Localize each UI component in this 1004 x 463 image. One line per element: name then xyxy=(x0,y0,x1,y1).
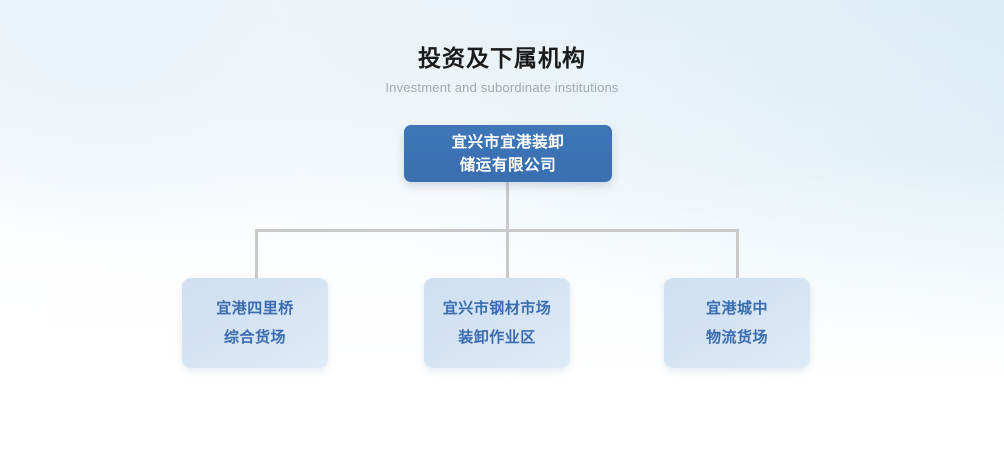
org-node-child-2-line1: 宜兴市钢材市场 xyxy=(442,299,552,317)
background-glow-left xyxy=(0,0,370,240)
org-node-child-2-line2: 装卸作业区 xyxy=(458,328,536,346)
connector-branch-left xyxy=(255,229,258,279)
org-node-child-1[interactable]: 宜港四里桥 综合货场 xyxy=(182,278,328,368)
org-node-child-2[interactable]: 宜兴市钢材市场 装卸作业区 xyxy=(424,278,570,368)
org-node-child-2-label: 宜兴市钢材市场 装卸作业区 xyxy=(443,294,552,352)
org-node-child-3[interactable]: 宜港城中 物流货场 xyxy=(664,278,810,368)
org-node-child-1-label: 宜港四里桥 综合货场 xyxy=(216,294,294,352)
org-node-child-1-line1: 宜港四里桥 xyxy=(216,299,294,317)
org-node-child-3-label: 宜港城中 物流货场 xyxy=(706,294,768,352)
page-header: 投资及下属机构 Investment and subordinate insti… xyxy=(0,44,1004,96)
connector-root-vertical xyxy=(506,181,509,232)
org-node-root-label: 宜兴市宜港装卸 储运有限公司 xyxy=(452,131,565,177)
org-node-child-3-line2: 物流货场 xyxy=(705,328,768,346)
org-node-root-line2: 储运有限公司 xyxy=(459,155,557,174)
connector-branch-center xyxy=(506,229,509,279)
page-title: 投资及下属机构 xyxy=(418,46,586,72)
org-node-child-3-line1: 宜港城中 xyxy=(705,299,768,317)
org-node-root-line1: 宜兴市宜港装卸 xyxy=(451,132,565,151)
connector-branch-right xyxy=(736,229,739,279)
org-node-root[interactable]: 宜兴市宜港装卸 储运有限公司 xyxy=(404,125,612,182)
connector-horizontal-bar xyxy=(255,229,739,232)
page-subtitle: Investment and subordinate institutions xyxy=(385,80,619,95)
org-node-child-1-line2: 综合货场 xyxy=(223,328,286,346)
